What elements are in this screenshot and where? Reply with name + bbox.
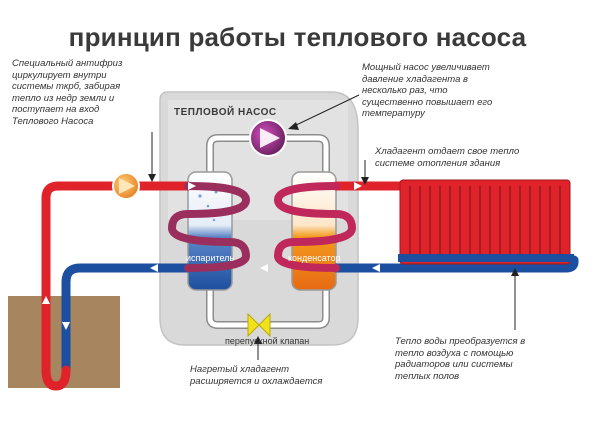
note-line: системе отопления здания: [375, 157, 501, 169]
note-water: Тепло воды преобразуется в тепло воздуха…: [395, 336, 570, 382]
flow-arrow-up: [42, 296, 50, 304]
circulation-pump-icon: [112, 172, 140, 200]
compressor-pump-icon: [249, 119, 287, 157]
note-line: давление хладагента в: [362, 73, 468, 85]
note-line: несколько раз, что: [362, 85, 448, 96]
cold-line: [61, 255, 579, 375]
expansion-valve-icon: [247, 312, 271, 338]
flow-arrow-right-2: [188, 182, 196, 190]
note-line: Нагретый хладагент: [190, 364, 290, 375]
note-line: радиаторов или системы: [395, 359, 513, 370]
radiator: [398, 179, 574, 265]
note-line: Специальный антифриз: [12, 58, 123, 69]
note-line: теплых полов: [395, 370, 460, 382]
flow-arrow-down: [62, 322, 70, 330]
note-line: системы ткрб, забирая: [12, 81, 121, 92]
flow-arrows: [42, 182, 380, 330]
hot-line: [41, 181, 407, 391]
note-line: циркулирует внутри: [12, 69, 107, 81]
note-line: существенно повышает его: [362, 96, 493, 108]
note-expansion: Нагретый хладагент расширяется и охлажда…: [190, 364, 370, 387]
condenser-coil: [273, 182, 357, 272]
note-line: расширяется и охлаждается: [190, 375, 323, 387]
note-pump: Мощный насос увеличивает давление хладаг…: [362, 62, 532, 120]
note-line: температуру: [362, 108, 425, 119]
note-antifreeze: Специальный антифриз циркулирует внутри …: [12, 58, 162, 127]
evaporator-label: испаритель: [186, 253, 235, 263]
valve-label: перепускной клапан: [225, 336, 310, 346]
note-line: Хладагент отдает свое тепло: [375, 146, 520, 157]
note-line: поступает на вход: [12, 104, 100, 115]
condenser-label: конденсатор: [288, 253, 341, 263]
note-line: Теплового Насоса: [12, 115, 94, 127]
page-title: принцип работы теплового насоса: [68, 22, 527, 52]
note-line: тепло воздуха с помощью: [395, 347, 514, 359]
flow-arrow-right-1: [354, 182, 362, 190]
note-line: Тепло воды преобразуется в: [395, 336, 526, 347]
condenser-tank: [291, 171, 337, 291]
note-line: Мощный насос увеличивает: [362, 62, 490, 73]
flow-arrow-left-2: [260, 264, 268, 272]
flow-arrow-left-1: [150, 264, 158, 272]
device-label: ТЕПЛОВОЙ НАСОС: [174, 107, 277, 118]
evaporator-tank: [187, 171, 233, 291]
refrigerant-loop: [206, 134, 330, 329]
callout-arrowheads: [148, 122, 519, 344]
evaporator-coil: [167, 182, 251, 272]
note-line: тепло из недр земли и: [12, 92, 115, 104]
note-refrigerant: Хладагент отдает свое тепло системе отоп…: [375, 146, 555, 169]
flow-arrow-left-3: [372, 264, 380, 272]
